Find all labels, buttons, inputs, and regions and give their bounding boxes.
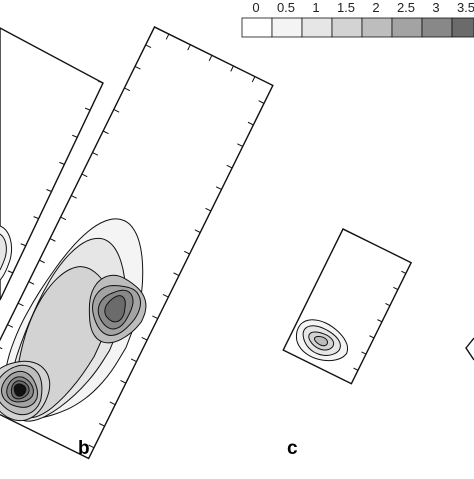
colorbar-tick-label: 1.5: [337, 0, 355, 15]
axis-tick: [72, 134, 78, 138]
colorbar-tick-label: 1: [312, 0, 319, 15]
axis-tick: [60, 216, 67, 221]
axis-tick: [152, 315, 158, 320]
colorbar: 0 0.5 1 1.5 2 2.5 3 3.5: [241, 0, 474, 38]
axis-tick: [7, 270, 14, 274]
axis-tick: [353, 367, 359, 371]
axis-tick: [162, 293, 169, 298]
axis-tick: [81, 173, 88, 178]
axis-tick: [377, 319, 383, 323]
axis-tick: [71, 195, 77, 199]
axis-tick: [0, 345, 3, 350]
panel-a-contour: [0, 233, 7, 271]
axis-tick: [28, 281, 35, 285]
axis-tick: [194, 229, 201, 233]
colorbar-swatch: [391, 17, 423, 38]
colorbar-tick-label: 2.5: [397, 0, 415, 15]
panel-c-contours: [295, 319, 349, 362]
panel-b-frame: [0, 26, 274, 460]
panel-b-label: b: [78, 438, 90, 459]
axis-tick: [130, 358, 137, 363]
colorbar-tick-label: 3.5: [457, 0, 474, 15]
axis-tick: [215, 186, 222, 190]
axis-tick: [187, 44, 191, 51]
panel-d-fragment: [465, 337, 474, 361]
contour-region: [13, 383, 27, 397]
axis-tick: [237, 143, 243, 147]
colorbar-swatch: [271, 17, 303, 38]
panel-c-frame: [282, 228, 413, 385]
axis-tick: [134, 66, 141, 70]
axis-tick: [84, 107, 91, 111]
axis-tick: [92, 152, 99, 156]
colorbar-swatch: [241, 17, 273, 38]
colorbar-tick-label: 0: [252, 0, 259, 15]
axis-tick: [109, 401, 116, 406]
colorbar-swatch: [331, 17, 363, 38]
axis-tick: [39, 259, 45, 264]
axis-tick: [88, 444, 95, 449]
axis-tick: [369, 335, 375, 339]
axis-tick: [17, 302, 24, 307]
axis-tick: [258, 100, 265, 104]
axis-tick: [401, 270, 407, 274]
axis-tick: [226, 164, 233, 169]
axis-tick: [124, 87, 130, 92]
axis-tick: [33, 216, 39, 220]
axis-tick: [102, 130, 109, 135]
axis-tick: [120, 380, 127, 384]
panel-b-contours: [0, 218, 147, 422]
axis-tick: [184, 250, 190, 255]
axis-tick: [7, 324, 14, 328]
axis-tick: [251, 76, 256, 83]
colorbar-tick-label: 0.5: [277, 0, 295, 15]
contour-region: [104, 295, 126, 323]
axis-tick: [208, 55, 213, 61]
colorbar-swatch: [451, 17, 474, 38]
axis-tick: [46, 189, 52, 192]
axis-tick: [205, 207, 212, 212]
panel-b: b: [0, 26, 274, 460]
colorbar-tick-label: 2: [372, 0, 379, 15]
panel-c-label: c: [287, 438, 298, 459]
axis-tick: [97, 80, 104, 84]
colorbar-swatch: [421, 17, 453, 38]
panel-a-ticks: [7, 80, 104, 274]
axis-tick: [173, 272, 180, 276]
axis-tick: [230, 65, 234, 72]
axis-tick: [20, 243, 26, 247]
panel-a: [0, 27, 104, 301]
axis-tick: [385, 303, 391, 307]
axis-tick: [145, 44, 152, 49]
colorbar-swatch: [361, 17, 393, 38]
panel-c: c: [282, 228, 413, 459]
axis-tick: [361, 351, 367, 355]
axis-tick: [165, 33, 170, 40]
panel-b-ticks: [0, 33, 265, 449]
axis-tick: [98, 423, 105, 427]
axis-tick: [59, 161, 65, 165]
axis-tick: [113, 109, 120, 113]
axis-tick: [49, 238, 56, 242]
colorbar-swatch: [301, 17, 333, 38]
panel-c-ticks: [353, 270, 407, 371]
axis-tick: [141, 336, 148, 341]
contour-region: [314, 335, 329, 347]
colorbar-tick-label: 3: [432, 0, 439, 15]
axis-tick: [393, 286, 399, 290]
axis-tick: [247, 121, 254, 126]
